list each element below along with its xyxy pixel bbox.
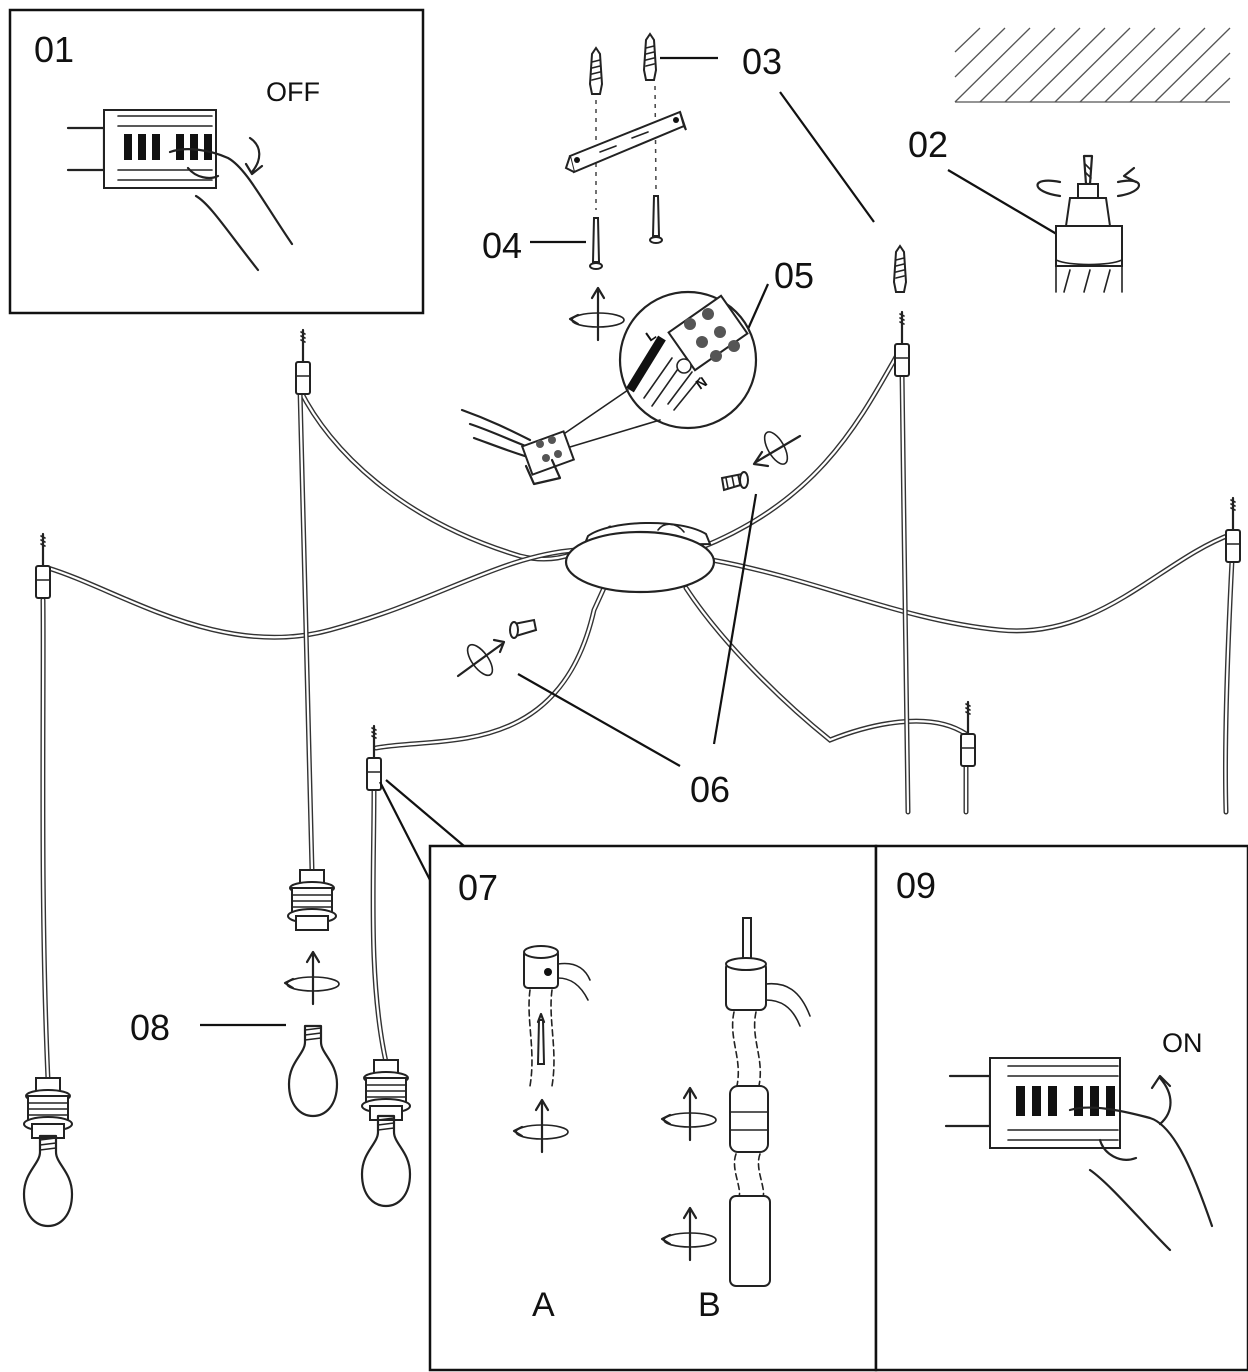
terminal-block-icon: L N (551, 290, 758, 451)
lamp-socket-icon (287, 869, 337, 931)
step-02-number: 02 (908, 124, 948, 165)
step-08-number: 08 (130, 1007, 170, 1048)
cable-clamp-icon (523, 945, 591, 1087)
ceiling-hatch (954, 27, 1231, 103)
step-07-leader-a (379, 781, 431, 881)
hand-icon (168, 148, 294, 272)
canopy-icon (564, 522, 716, 594)
rotate-arrow-icon (568, 286, 626, 342)
step-01-number: 01 (34, 29, 74, 70)
light-bulb-icon (360, 1114, 412, 1208)
rotate-arrow-icon (456, 431, 802, 678)
rotate-arrow-icon (1150, 1074, 1172, 1126)
on-label: ON (1162, 1028, 1203, 1058)
lamp-socket-icon (361, 1059, 411, 1121)
mounting-bracket-icon (564, 110, 687, 174)
panel-07-frame (428, 844, 878, 1372)
option-a-label: A (532, 1286, 555, 1324)
step-03-leader-b (779, 91, 875, 223)
hand-icon (1068, 1106, 1214, 1252)
cable-clamp-icon (1224, 496, 1242, 564)
step-06-leader-b (712, 493, 758, 745)
cable-clamp-icon (725, 917, 811, 1287)
rotate-arrow-icon (283, 950, 341, 1006)
cords (40, 347, 1235, 1083)
wall-anchor-icon (589, 47, 603, 95)
step-03-number: 03 (742, 41, 782, 82)
rotate-arrow-icon (244, 136, 264, 176)
wall-anchor-icon (643, 33, 657, 81)
step-04-number: 04 (482, 225, 522, 266)
step-02-leader (947, 169, 1061, 237)
cable-clamp-icon (893, 310, 911, 378)
light-bulb-icon (22, 1134, 74, 1228)
cable-clamp-icon (294, 328, 312, 396)
cable-clamp-icon (959, 700, 977, 768)
screw-icon (589, 195, 663, 270)
step-07-number: 07 (458, 867, 498, 908)
step-06-leader-a (517, 673, 681, 767)
cable-clamp-icon (34, 532, 52, 600)
breaker-panel-icon (944, 1057, 1121, 1149)
cable-clamp-icon (365, 724, 383, 792)
step-06-number: 06 (690, 769, 730, 810)
wall-anchor-icon (893, 245, 907, 293)
panel-01-frame (8, 8, 425, 315)
step-05-number: 05 (774, 255, 814, 296)
off-label: OFF (266, 77, 320, 107)
terminal-block-icon (460, 408, 576, 486)
step-07-leader-b (385, 779, 465, 847)
lamp-socket-icon (23, 1077, 73, 1139)
drill-icon (1036, 154, 1140, 293)
screw-icon (509, 471, 749, 639)
step-09-number: 09 (896, 865, 936, 906)
light-bulb-icon (287, 1024, 339, 1118)
option-b-label: B (698, 1286, 721, 1324)
